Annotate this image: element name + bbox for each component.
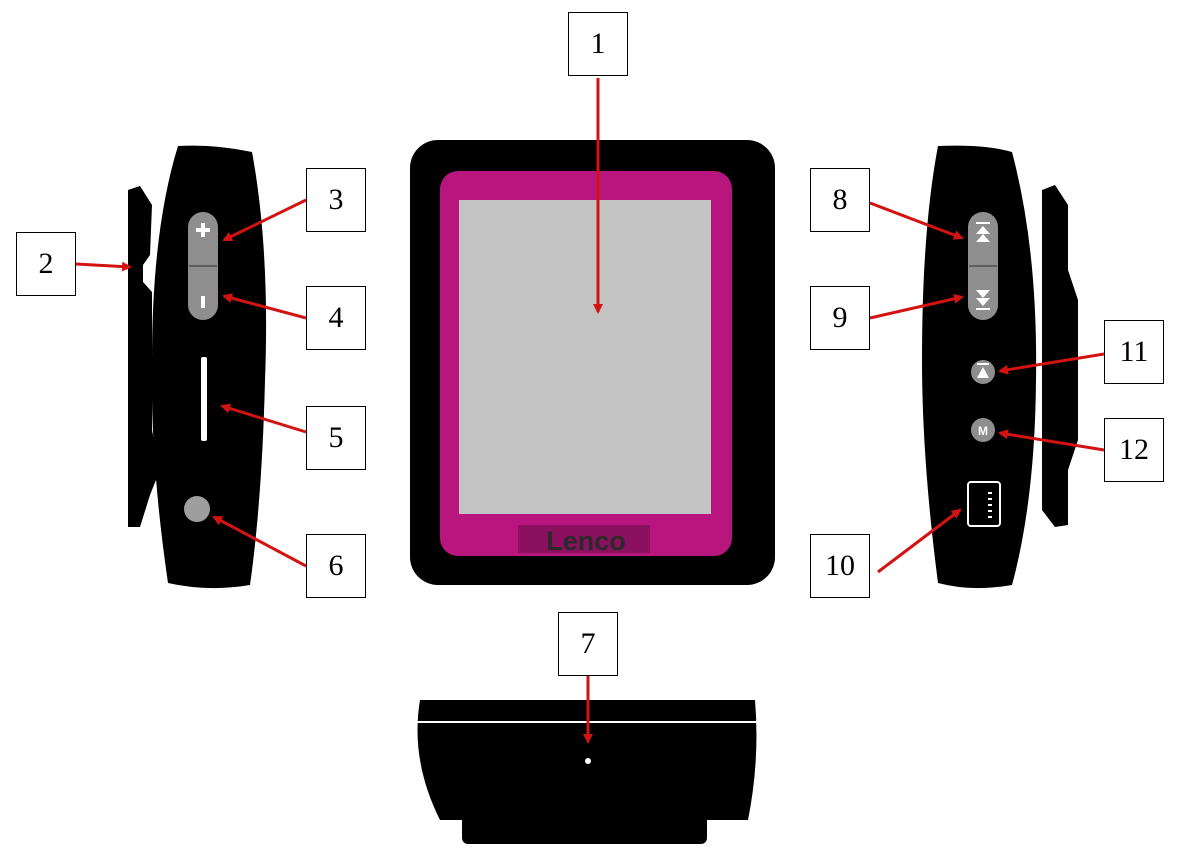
left-side-view: [128, 145, 267, 589]
usb-port[interactable]: [967, 481, 1001, 527]
lcd-screen: [459, 200, 711, 514]
volume-plus-icon: [196, 223, 210, 237]
brand-logo: Lenco: [546, 526, 626, 556]
callout-6: 6: [306, 534, 366, 598]
arrow-6: [212, 515, 307, 568]
arrow-5: [220, 403, 307, 434]
brand-plate: [518, 525, 650, 553]
arrow-9: [869, 293, 964, 320]
callout-8: 8: [810, 168, 870, 232]
callout-5: 5: [306, 406, 366, 470]
arrow-12: [998, 429, 1105, 452]
previous-track-icon: [976, 222, 990, 242]
arrow-11: [998, 352, 1105, 375]
arrow-2: [75, 261, 132, 272]
menu-icon: M: [978, 424, 988, 438]
callout-4: 4: [306, 286, 366, 350]
left-device-body: [151, 145, 267, 589]
menu-button[interactable]: [971, 418, 995, 442]
arrow-4: [222, 293, 307, 320]
arrow-3: [222, 198, 307, 242]
earphone-jack[interactable]: [184, 496, 210, 522]
right-belt-clip: [1042, 185, 1078, 527]
callout-2: 2: [16, 232, 76, 296]
microphone-hole: [585, 758, 591, 764]
bottom-clip-base: [462, 814, 707, 844]
left-belt-clip: [128, 186, 160, 527]
usb-pins-icon: [988, 492, 992, 518]
next-track-icon: [976, 290, 990, 310]
front-view: Lenco: [410, 140, 775, 585]
callout-10: 10: [810, 534, 870, 598]
callout-12: 12: [1104, 418, 1164, 482]
side-slider-slot[interactable]: [201, 357, 207, 441]
callout-arrows: [75, 78, 1105, 744]
bottom-view: [412, 700, 762, 844]
play-icon: [977, 363, 989, 378]
arrow-8: [869, 201, 964, 240]
callout-11: 11: [1104, 320, 1164, 384]
volume-minus-icon: [201, 296, 205, 308]
arrow-10: [877, 508, 962, 574]
callout-3: 3: [306, 168, 366, 232]
callout-7: 7: [558, 612, 618, 676]
callout-9: 9: [810, 286, 870, 350]
callout-1: 1: [568, 12, 628, 76]
